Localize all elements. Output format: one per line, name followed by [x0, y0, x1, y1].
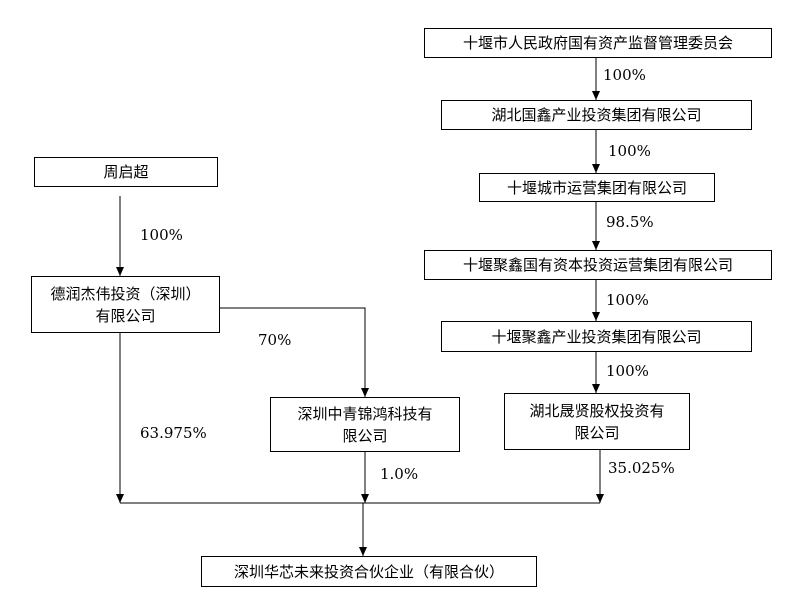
node-zhongqing: 深圳中青锦鸿科技有 限公司 — [270, 397, 460, 452]
edge-label-cityops-juxinstate: 98.5% — [606, 213, 654, 231]
arrow-derun-zhongqing — [219, 307, 369, 397]
node-derun-line2: 有限公司 — [95, 306, 156, 325]
edge-label-juxinstate-juxinindustry: 100% — [606, 291, 649, 309]
node-hubei-chengxian-line2: 限公司 — [574, 423, 620, 442]
node-zhou-qichao: 周启超 — [34, 157, 218, 187]
edge-label-zhongqing-huaxin: 1.0% — [380, 465, 419, 483]
edge-label-chengxian-huaxin: 35.025% — [608, 459, 675, 477]
edge-label-derun-huaxin: 63.975% — [140, 424, 207, 442]
node-derun: 德润杰伟投资（深圳） 有限公司 — [31, 276, 220, 333]
node-hubei-chengxian-line1: 湖北晟贤股权投资有 — [529, 401, 665, 420]
edge-label-sasac-guoxin: 100% — [603, 66, 646, 84]
edge-label-derun-zhongqing: 70% — [258, 331, 292, 349]
node-zhongqing-line2: 限公司 — [342, 426, 388, 445]
node-shiyan-sasac: 十堰市人民政府国有资产监督管理委员会 — [424, 28, 772, 58]
node-hubei-guoxin: 湖北国鑫产业投资集团有限公司 — [441, 100, 752, 130]
node-huaxin-fund: 深圳华芯未来投资合伙企业（有限合伙） — [201, 556, 537, 587]
edge-label-zhou-derun: 100% — [140, 226, 183, 244]
edge-label-guoxin-cityops: 100% — [608, 142, 651, 160]
node-hubei-chengxian: 湖北晟贤股权投资有 限公司 — [504, 393, 690, 450]
edge-label-juxinindustry-chengxian: 100% — [606, 362, 649, 380]
node-shiyan-juxin-industry: 十堰聚鑫产业投资集团有限公司 — [441, 321, 752, 352]
node-zhongqing-line1: 深圳中青锦鸿科技有 — [297, 404, 433, 423]
node-shiyan-city-ops: 十堰城市运营集团有限公司 — [479, 173, 715, 202]
node-shiyan-juxin-state: 十堰聚鑫国有资本投资运营集团有限公司 — [424, 250, 772, 280]
node-derun-line1: 德润杰伟投资（深圳） — [50, 284, 201, 303]
